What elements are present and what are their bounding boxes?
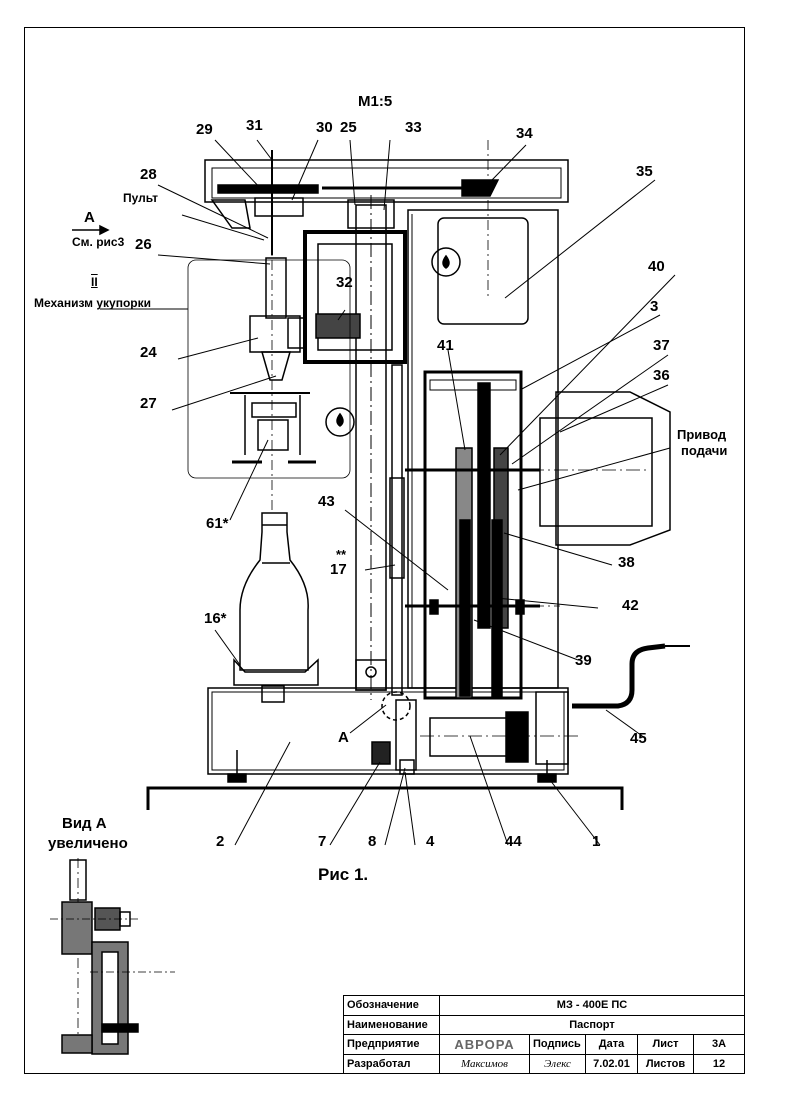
date-value: 7.02.01 bbox=[585, 1053, 638, 1074]
view-a-title: Вид А bbox=[62, 815, 107, 832]
mechanism-number: II bbox=[91, 275, 98, 289]
designation-value: МЗ - 400Е ПС bbox=[439, 995, 745, 1016]
callout-8: 8 bbox=[368, 833, 377, 850]
callout-43: 43 bbox=[318, 493, 335, 510]
callout-32: 32 bbox=[336, 274, 353, 291]
drawing-frame bbox=[24, 27, 745, 1074]
top-beam bbox=[204, 159, 569, 203]
bottle bbox=[239, 512, 309, 671]
figure-caption: Рис 1. bbox=[318, 865, 369, 884]
callout-7: 7 bbox=[318, 833, 327, 850]
feed-drive-36 bbox=[555, 391, 671, 546]
developer-value: Максимов bbox=[439, 1053, 530, 1074]
view-a-detail bbox=[50, 858, 175, 1055]
sheets-value: 12 bbox=[693, 1053, 745, 1074]
feed-drive-label-2: подачи bbox=[681, 443, 728, 458]
cylinder-32 bbox=[303, 230, 407, 364]
callout-25: 25 bbox=[340, 119, 357, 136]
signature-value: Элекс bbox=[529, 1053, 586, 1074]
tank-35 bbox=[437, 217, 529, 325]
callout-45: 45 bbox=[630, 730, 647, 747]
sheet-value: 3А bbox=[693, 1034, 745, 1055]
callout-16: 16* bbox=[204, 610, 227, 627]
console-label: Пульт bbox=[123, 191, 158, 205]
callout-26: 26 bbox=[135, 236, 152, 253]
callout-31: 31 bbox=[246, 117, 263, 134]
callout-27: 27 bbox=[140, 395, 157, 412]
signature-label: Подпись bbox=[529, 1034, 586, 1055]
callout-28: 28 bbox=[140, 166, 157, 183]
callout-34: 34 bbox=[516, 125, 533, 142]
enterprise-label: Предприятие bbox=[343, 1034, 440, 1055]
designation-label: Обозначение bbox=[343, 995, 440, 1016]
view-mark-a: А bbox=[338, 729, 349, 746]
sheet-label: Лист bbox=[637, 1034, 694, 1055]
callout-37: 37 bbox=[653, 337, 670, 354]
see-fig-label: См. рис3 bbox=[72, 235, 125, 249]
callout-30: 30 bbox=[316, 119, 333, 136]
view-arrow-label: А bbox=[84, 209, 95, 226]
feed-drive-label-1: Привод bbox=[677, 427, 727, 442]
callout-36: 36 bbox=[653, 367, 670, 384]
callout-29: 29 bbox=[196, 121, 213, 138]
callout-17: 17 bbox=[330, 561, 347, 578]
sheets-label: Листов bbox=[637, 1053, 694, 1074]
callout-24: 24 bbox=[140, 344, 157, 361]
callout-2: 2 bbox=[216, 833, 225, 850]
capping-mechanism-box bbox=[187, 259, 351, 479]
callout-42: 42 bbox=[622, 597, 639, 614]
callout-38: 38 bbox=[618, 554, 635, 571]
callout-61: 61* bbox=[206, 515, 229, 532]
callout-44: 44 bbox=[505, 833, 522, 850]
title-block: Обозначение МЗ - 400Е ПС Наименование Па… bbox=[343, 995, 745, 1074]
callout-33: 33 bbox=[405, 119, 422, 136]
callout-41: 41 bbox=[437, 337, 454, 354]
callout-1: 1 bbox=[592, 833, 601, 850]
developed-label: Разработал bbox=[343, 1053, 440, 1074]
mechanism-name: Механизм укупорки bbox=[34, 296, 152, 310]
callout-17-star: ** bbox=[336, 547, 347, 562]
callout-3: 3 bbox=[650, 298, 659, 315]
scale-label: М1:5 bbox=[358, 93, 393, 110]
enterprise-value: АВРОРА bbox=[439, 1034, 530, 1055]
name-label: Наименование bbox=[343, 1014, 440, 1035]
callout-39: 39 bbox=[575, 652, 592, 669]
pulley-housing bbox=[423, 370, 523, 700]
name-value: Паспорт bbox=[439, 1014, 745, 1035]
date-label: Дата bbox=[585, 1034, 638, 1055]
callout-35: 35 bbox=[636, 163, 653, 180]
view-a-subtitle: увеличено bbox=[48, 835, 128, 852]
drive-column bbox=[407, 209, 559, 689]
callout-40: 40 bbox=[648, 258, 665, 275]
callout-4: 4 bbox=[426, 833, 435, 850]
